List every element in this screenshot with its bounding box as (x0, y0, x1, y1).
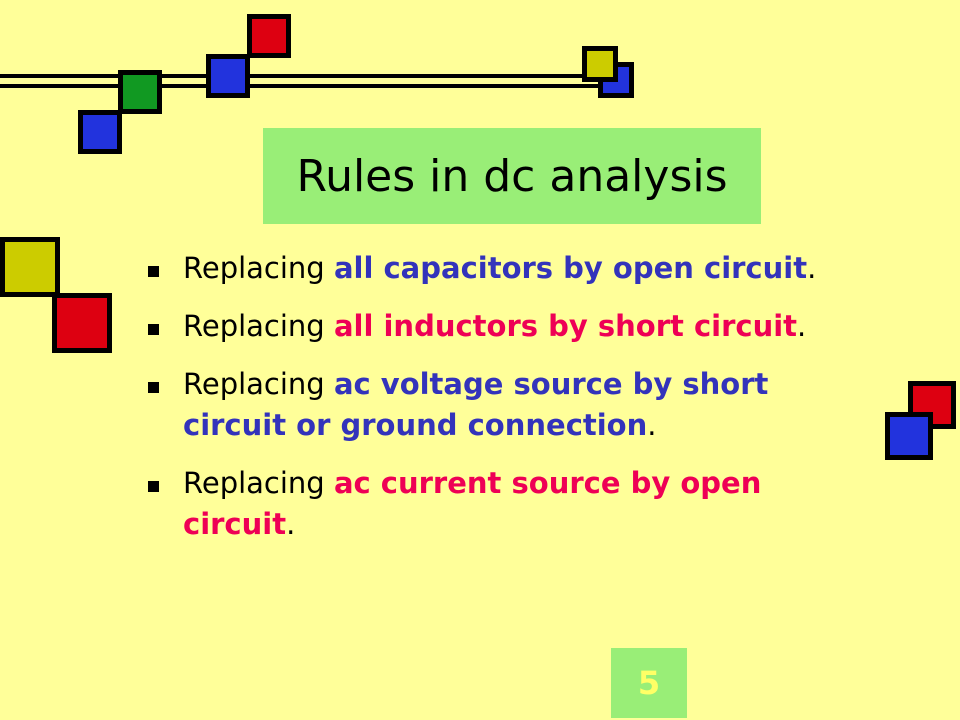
bullet-suffix: . (807, 251, 817, 285)
bullet-highlight: ac voltage source by short circuit or gr… (183, 367, 769, 442)
decor-square (247, 14, 291, 58)
title-box: Rules in dc analysis (263, 128, 761, 224)
bullet-highlight: ac current source by open circuit (183, 466, 762, 541)
bullet-suffix: . (286, 507, 296, 541)
decor-square (582, 46, 618, 82)
bullet-list: Replacing all capacitors by open circuit… (148, 248, 868, 562)
decor-square (78, 110, 122, 154)
bullet-suffix: . (647, 408, 657, 442)
decor-square (206, 54, 250, 98)
bullet-prefix: Replacing (183, 251, 334, 285)
decor-line-bottom (0, 84, 600, 88)
decor-square (885, 412, 933, 460)
list-item: Replacing all capacitors by open circuit… (148, 248, 868, 289)
decor-square (52, 293, 112, 353)
list-item: Replacing all inductors by short circuit… (148, 306, 868, 347)
decor-square (118, 70, 162, 114)
bullet-prefix: Replacing (183, 367, 334, 401)
bullet-prefix: Replacing (183, 309, 334, 343)
bullet-highlight: all capacitors by open circuit (333, 251, 808, 285)
page-number: 5 (611, 648, 687, 718)
slide-title: Rules in dc analysis (296, 150, 728, 202)
bullet-prefix: Replacing (183, 466, 334, 500)
square-bullet-icon (148, 382, 159, 393)
decor-line-top (0, 74, 600, 78)
list-item: Replacing ac current source by open circ… (148, 463, 868, 545)
decor-square (0, 237, 60, 297)
bullet-suffix: . (797, 309, 807, 343)
square-bullet-icon (148, 266, 159, 277)
square-bullet-icon (148, 324, 159, 335)
square-bullet-icon (148, 481, 159, 492)
bullet-highlight: all inductors by short circuit (333, 309, 798, 343)
list-item: Replacing ac voltage source by short cir… (148, 364, 868, 446)
